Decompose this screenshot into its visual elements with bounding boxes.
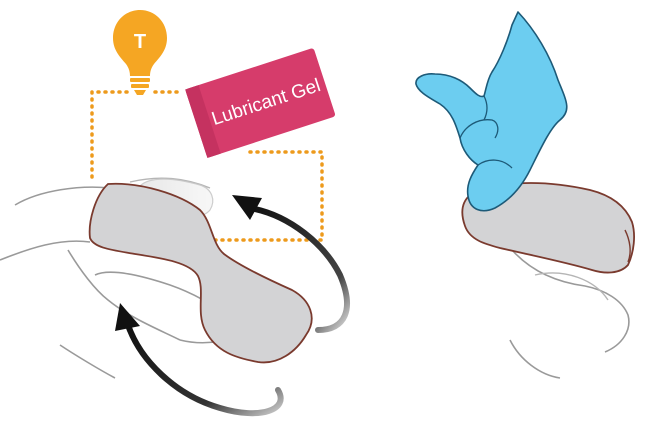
arrowhead-lower <box>115 303 140 331</box>
electrode-pad <box>461 182 635 274</box>
body-contour-line <box>509 339 561 379</box>
glove-thumb-crease <box>483 95 488 121</box>
press-arrow-lower <box>125 322 284 417</box>
body-contour-line <box>67 249 181 341</box>
tip-glyph: T <box>134 31 146 53</box>
body-contour-line <box>59 344 116 379</box>
pad-fold-line <box>624 229 631 263</box>
lubricant-gel-packet: Lubricant Gel <box>185 48 336 158</box>
arrowhead-upper <box>232 195 262 220</box>
glove-finger-crease <box>459 119 499 139</box>
left-step-panel: T Lubricant Gel <box>0 10 350 417</box>
tip-guide-dotted-line <box>90 90 324 242</box>
right-step-panel <box>415 11 635 379</box>
lightbulb-icon: T <box>113 10 167 95</box>
body-contour-line <box>14 186 111 206</box>
body-contour-line <box>129 177 211 189</box>
press-arrow-upper <box>247 205 350 333</box>
body-contour-line <box>534 272 609 301</box>
electrode-pad <box>88 182 313 364</box>
glove-finger-crease <box>477 159 513 169</box>
gloved-hand <box>415 11 568 212</box>
body-contour-line <box>511 249 630 353</box>
body-contour-line <box>0 240 91 261</box>
